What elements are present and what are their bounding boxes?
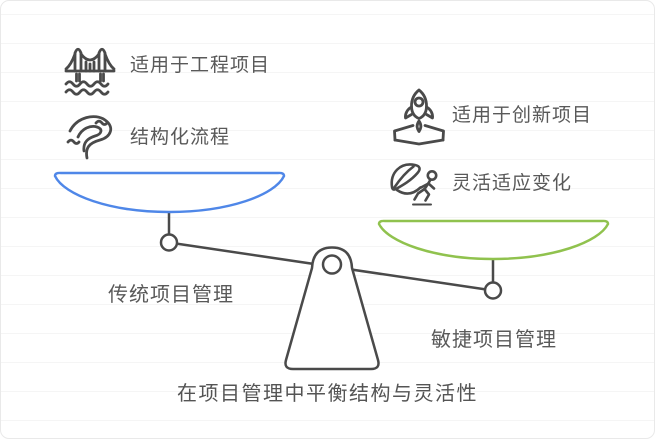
bridge-icon: [63, 41, 117, 97]
feature-label-adapt-change: 灵活适应变化: [452, 173, 573, 194]
feature-label-innovation: 适用于创新项目: [452, 105, 593, 126]
river-icon: [63, 111, 117, 165]
right-hinge-circle: [483, 281, 503, 300]
rocket-launch-icon: [392, 87, 446, 146]
feature-label-structured-process: 结构化流程: [130, 127, 231, 148]
left-pan-label: 传统项目管理: [108, 284, 234, 306]
right-pan-label: 敏捷项目管理: [431, 329, 557, 351]
fulcrum-triangle: [284, 246, 380, 371]
left-pan-bowl: [53, 171, 286, 214]
feature-label-engineering: 适用于工程项目: [130, 55, 271, 76]
kite-person-icon: [387, 159, 447, 209]
left-hinge-circle: [159, 233, 179, 252]
right-pan-bowl: [377, 219, 610, 261]
diagram-caption: 在项目管理中平衡结构与灵活性: [177, 383, 478, 405]
pivot-circle: [321, 254, 343, 275]
